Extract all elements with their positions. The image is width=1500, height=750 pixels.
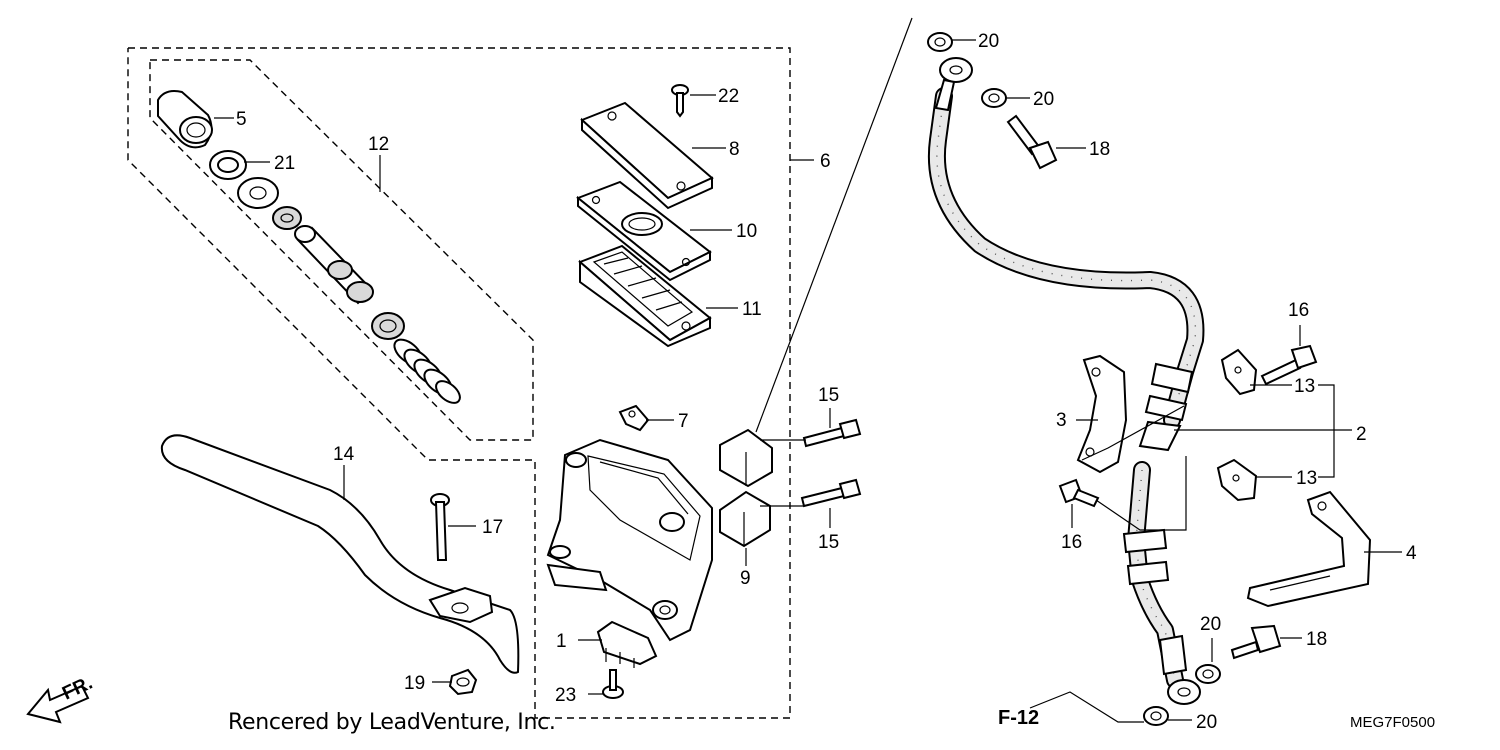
callout-18-upper: 18 [1089,139,1110,160]
bolt-16-upper [1260,344,1318,386]
banjo-upper [934,57,973,112]
callout-6: 6 [820,151,831,172]
hose-lower-collars [1122,528,1188,676]
callout-3: 3 [1056,410,1067,431]
bracket-4-part [1246,490,1372,608]
cup-part [371,312,405,340]
reservoir-cap [580,101,714,210]
brake-lever [160,434,520,674]
callout-17: 17 [482,517,503,538]
bolt-16-lower [1058,478,1100,508]
callout-16-upper: 16 [1288,300,1309,321]
callout-12: 12 [368,134,389,155]
hose-joint-collar [1138,362,1194,452]
washer-20-a [927,32,953,52]
seal-part [272,206,302,230]
callout-15-upper: 15 [818,385,839,406]
callout-10: 10 [736,221,757,242]
washer-20-b [981,88,1007,108]
reservoir-plate [576,180,712,282]
callout-11: 11 [742,299,762,320]
nut-19-part [448,668,478,696]
bolt-15-upper [802,418,862,448]
washer-20-d [1143,706,1169,726]
screw-23-part [602,669,624,699]
callout-1: 1 [556,631,567,652]
clamp-13-upper [1220,348,1258,396]
piston-kit-parts [157,90,461,404]
washer-20-c [1195,664,1221,684]
piston-part [294,225,374,305]
callout-18-lower: 18 [1306,629,1327,650]
callout-5: 5 [236,109,247,130]
callout-4: 4 [1406,543,1417,564]
callout-8: 8 [729,139,740,160]
callout-20-bottom: 20 [1196,712,1217,733]
callout-labels: 5 21 12 22 8 10 11 6 7 1 23 9 15 15 14 1… [236,31,1417,733]
callout-13-upper: 13 [1294,376,1315,397]
callout-20-top: 20 [978,31,999,52]
banjo-bolt-18-lower [1230,624,1282,660]
callout-9: 9 [740,568,751,589]
callout-23: 23 [555,685,576,706]
callout-22: 22 [718,86,739,107]
spring-part [393,338,461,404]
callout-16-lower: 16 [1061,532,1082,553]
washer-part [237,177,279,209]
callout-2: 2 [1356,424,1367,445]
clamp-13-lower [1216,458,1258,502]
screw-22-part [671,84,689,118]
page-reference: F-12 [998,707,1040,729]
callout-19: 19 [404,673,425,694]
holder-part [719,428,773,548]
callout-15-lower: 15 [818,532,839,553]
switch-1-part [596,620,658,668]
diaphragm [578,244,712,348]
bracket-3-part [1076,354,1128,474]
lead-hose-upper [755,17,913,433]
leader-lines [214,39,1402,723]
credit-text: Rencered by LeadVenture, Inc. [228,710,556,735]
callout-20-third: 20 [1200,614,1221,635]
master-cylinder-body [546,438,713,642]
small-clip-7-part [618,404,650,432]
boot-part [157,90,213,149]
callout-21: 21 [274,153,295,174]
pivot-bolt-17-part [430,493,450,561]
diagram-code: MEG7F0500 [1350,714,1436,731]
callout-13-lower: 13 [1296,468,1317,489]
callout-14: 14 [333,444,355,465]
banjo-bolt-18-upper [1006,114,1058,170]
bolt-15-lower [800,478,862,508]
callout-7: 7 [678,411,689,432]
front-direction-arrow: FR. [26,673,96,724]
banjo-lower [1167,679,1201,705]
callout-20-second: 20 [1033,89,1054,110]
circlip-part [209,150,247,180]
brake-hose-upper [927,87,1205,429]
